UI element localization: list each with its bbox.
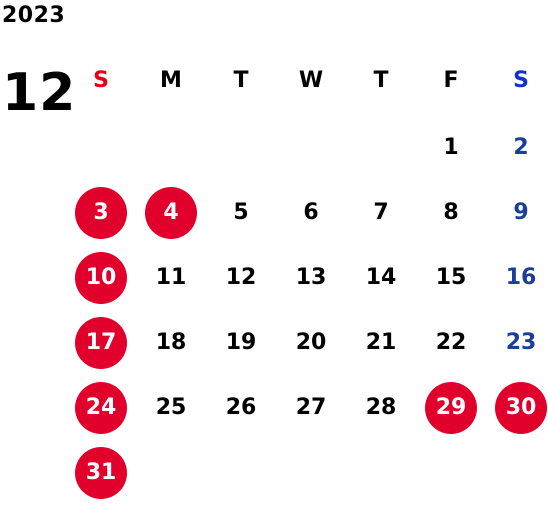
day-cell: 14	[365, 265, 397, 290]
day-cell: 17	[66, 310, 136, 375]
day-cell: 9	[513, 200, 529, 225]
weekday-header: F	[443, 67, 459, 93]
empty-day-cell	[136, 440, 206, 505]
day-cell: 6	[303, 200, 319, 225]
day-cell: 31	[66, 440, 136, 505]
empty-day-cell	[276, 115, 346, 180]
empty-day-cell	[276, 440, 346, 505]
holiday-day-number: 3	[75, 186, 127, 239]
day-cell: 7	[373, 200, 389, 225]
empty-day-cell	[416, 440, 486, 505]
empty-day-cell	[66, 115, 136, 180]
empty-day-cell	[486, 440, 548, 505]
day-cell: 3	[66, 180, 136, 245]
day-cell: 12	[225, 265, 257, 290]
day-cell: 16	[505, 265, 537, 290]
holiday-day-number: 4	[145, 186, 197, 239]
holiday-day-number: 29	[425, 381, 477, 434]
holiday-day-number: 30	[495, 381, 547, 434]
day-cell: 23	[505, 330, 537, 355]
day-cell: 20	[295, 330, 327, 355]
day-cell: 2	[513, 135, 529, 160]
empty-day-cell	[206, 440, 276, 505]
day-cell: 28	[365, 395, 397, 420]
empty-day-cell	[206, 115, 276, 180]
weekday-header: W	[298, 67, 324, 93]
day-cell: 15	[435, 265, 467, 290]
empty-day-cell	[136, 115, 206, 180]
weekday-header: T	[233, 67, 249, 93]
day-cell: 4	[136, 180, 206, 245]
day-cell: 24	[66, 375, 136, 440]
holiday-day-number: 10	[75, 251, 127, 304]
day-cell: 18	[155, 330, 187, 355]
empty-day-cell	[346, 440, 416, 505]
day-cell: 30	[486, 375, 548, 440]
holiday-day-number: 17	[75, 316, 127, 369]
day-cell: 21	[365, 330, 397, 355]
year-label: 2023	[2, 3, 66, 28]
day-cell: 1	[443, 135, 459, 160]
day-cell: 22	[435, 330, 467, 355]
day-cell: 11	[155, 265, 187, 290]
day-cell: 10	[66, 245, 136, 310]
day-cell: 29	[416, 375, 486, 440]
day-cell: 25	[155, 395, 187, 420]
weekday-header: T	[373, 67, 389, 93]
holiday-day-number: 31	[75, 446, 127, 499]
weekday-header: S	[513, 67, 529, 93]
day-cell: 5	[233, 200, 249, 225]
day-cell: 27	[295, 395, 327, 420]
day-cell: 19	[225, 330, 257, 355]
empty-day-cell	[346, 115, 416, 180]
month-number: 12	[2, 63, 77, 123]
day-cell: 26	[225, 395, 257, 420]
day-cell: 8	[443, 200, 459, 225]
day-cell: 13	[295, 265, 327, 290]
weekday-header: S	[93, 67, 109, 93]
holiday-day-number: 24	[75, 381, 127, 434]
weekday-header: M	[160, 67, 182, 93]
